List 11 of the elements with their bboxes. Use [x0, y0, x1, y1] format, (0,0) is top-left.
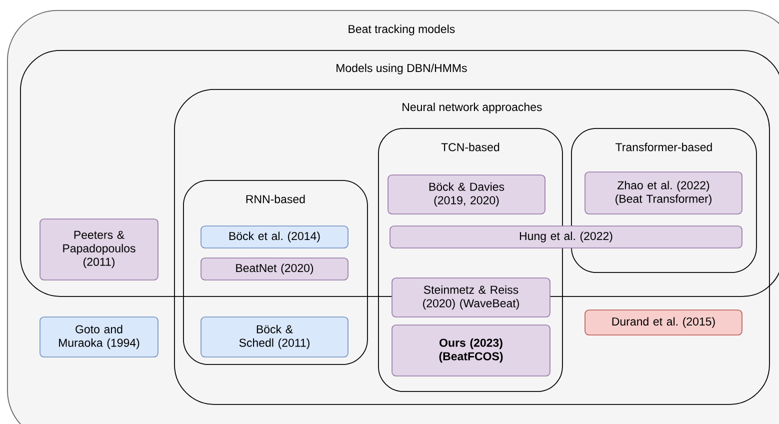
reference-box: Hung et al. (2022)	[390, 226, 742, 248]
reference-box: Peeters & Papadopoulos (2011)	[40, 218, 158, 280]
reference-box: Durand et al. (2015)	[584, 310, 742, 336]
reference-box: Zhao et al. (2022) (Beat Transformer)	[584, 172, 742, 214]
reference-box: Böck & Schedl (2011)	[200, 316, 348, 358]
reference-box: Böck et al. (2014)	[200, 226, 348, 248]
reference-box: Goto and Muraoka (1994)	[40, 316, 158, 358]
reference-box: BeatNet (2020)	[200, 258, 348, 280]
reference-box: Steinmetz & Reiss (2020) (WaveBeat)	[392, 278, 550, 318]
reference-box: Ours (2023) (BeatFCOS)	[392, 324, 550, 376]
reference-box: Böck & Davies (2019, 2020)	[388, 174, 546, 214]
